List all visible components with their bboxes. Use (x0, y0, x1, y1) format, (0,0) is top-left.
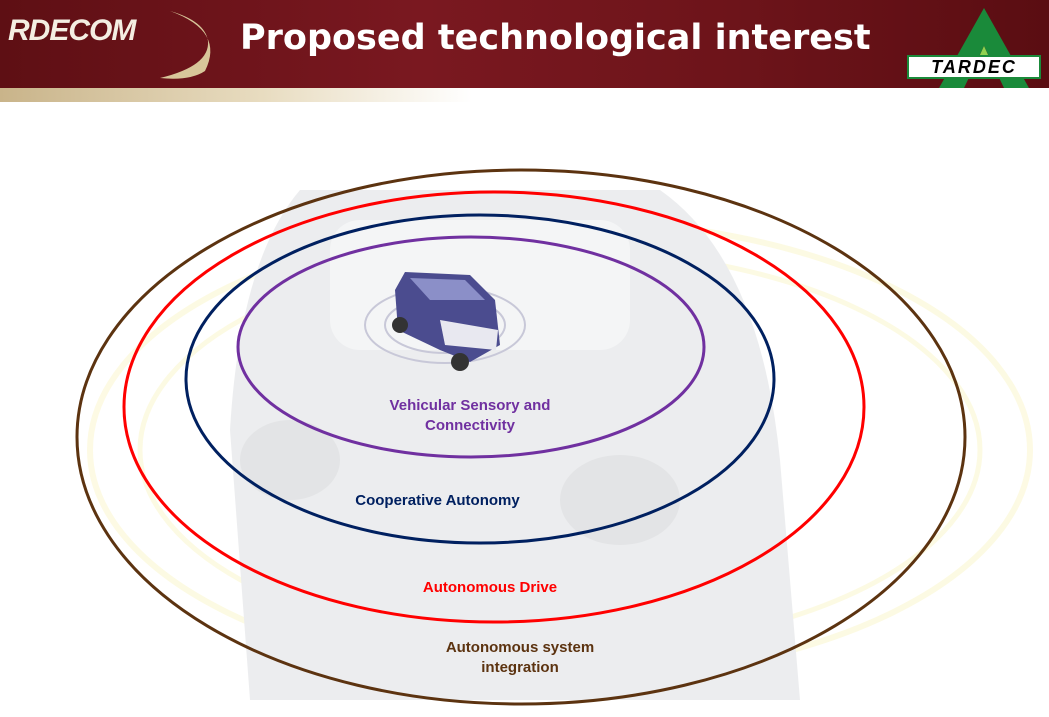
rdecom-logo: RDECOM (8, 14, 136, 47)
header-strip (0, 88, 1049, 102)
label-autonomous-system-integration: Autonomous system integration (420, 638, 620, 678)
label-line: integration (481, 659, 559, 676)
label-line: Autonomous system (445, 639, 595, 656)
background-car-image (87, 190, 1033, 700)
ring-cooperative-autonomy (184, 213, 776, 545)
label-vehicular-sensory: Vehicular Sensory and Connectivity (370, 396, 570, 436)
label-line: Vehicular Sensory and (389, 397, 551, 414)
ring-autonomous-system-integration (75, 168, 967, 706)
page-title: Proposed technological interest (240, 18, 871, 58)
small-car-icon (364, 272, 526, 371)
label-cooperative-autonomy: Cooperative Autonomy (355, 492, 520, 509)
ring-autonomous-drive (122, 190, 866, 624)
label-line: Connectivity (424, 417, 515, 434)
ring-vehicular-sensory (236, 235, 706, 459)
label-autonomous-drive: Autonomous Drive (422, 579, 558, 596)
svg-text:TARDEC: TARDEC (931, 57, 1017, 77)
tardec-logo: TARDEC (907, 8, 1041, 88)
